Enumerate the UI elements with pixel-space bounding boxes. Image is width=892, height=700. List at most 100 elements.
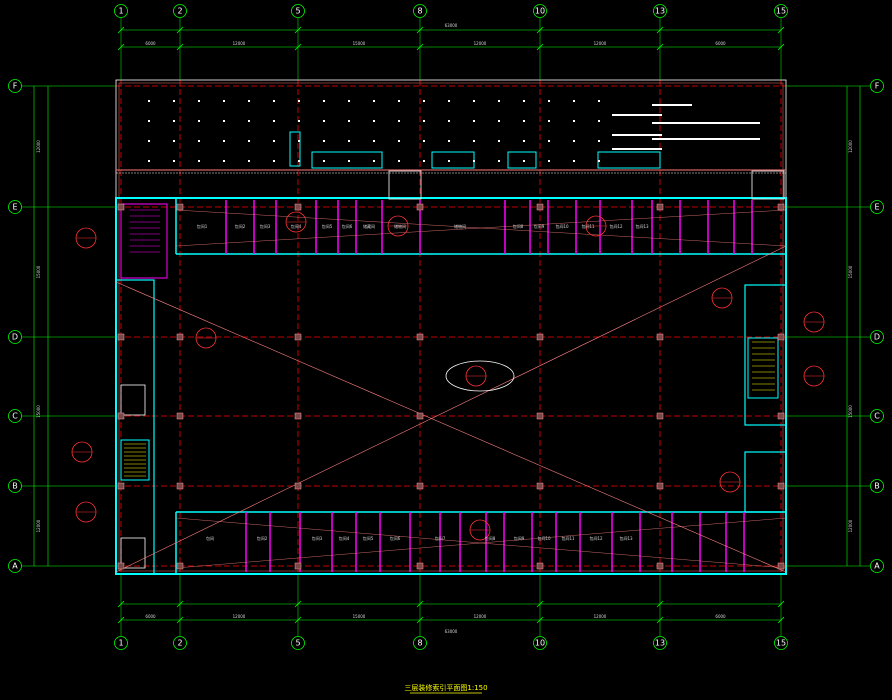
roof-light-dot — [248, 140, 250, 142]
roof-light-dot — [473, 140, 475, 142]
roof-light-dot — [598, 100, 600, 102]
north-room-label: 包间13 — [635, 223, 649, 229]
column-post — [294, 333, 302, 341]
dimension-top-label: 6000 — [715, 41, 726, 46]
axis-bubble-top-label: 8 — [417, 7, 422, 16]
axis-bubble-right-circle — [870, 479, 884, 493]
axis-bubble-top-label: 1 — [118, 7, 123, 16]
roof-light-dot — [548, 140, 550, 142]
east-stair — [747, 337, 779, 399]
column-post — [536, 333, 544, 341]
roof-light-dot — [173, 120, 175, 122]
roof-fixture — [700, 138, 760, 140]
axis-bubble-right-circle — [870, 409, 884, 423]
dimension-top-label: 12000 — [233, 41, 246, 46]
column-post — [777, 333, 785, 341]
column-post — [294, 482, 302, 490]
column-post — [777, 482, 785, 490]
central-ceiling-oval — [445, 360, 515, 392]
roof-light-dot — [198, 120, 200, 122]
axis-bubble-bottom-circle — [114, 636, 128, 650]
dimension-bottom-label: 6000 — [715, 614, 726, 619]
south-room-label: 包间8 — [485, 535, 496, 541]
north-room-label: 包间1 — [197, 223, 208, 229]
axis-bubble-top-label: 2 — [177, 7, 182, 16]
roof-light-dot — [598, 120, 600, 122]
roof-light-dot — [473, 160, 475, 162]
roof-light-dot — [448, 120, 450, 122]
axis-bubble-bottom-label: 8 — [417, 639, 422, 648]
roof-light-dot — [198, 160, 200, 162]
wall-layer — [115, 79, 787, 575]
axis-bubble-right-label: E — [874, 203, 879, 212]
column-post — [656, 562, 664, 570]
ceiling-diagonal-1 — [115, 281, 787, 573]
axis-bubble-left-label: C — [12, 412, 18, 421]
roof-light-dot — [398, 140, 400, 142]
axis-bubble-left-circle — [8, 79, 22, 93]
north-room-label: 包间5 — [322, 223, 333, 229]
roof-equipment — [507, 151, 537, 169]
column-post — [176, 203, 184, 211]
north-room-label: 储物间 — [394, 223, 406, 229]
roof-light-dot — [173, 160, 175, 162]
roof-hatch — [388, 170, 422, 200]
axis-bubble-top-circle — [533, 4, 547, 18]
roof-light-dot — [423, 160, 425, 162]
dimension-left-label: 12000 — [36, 140, 41, 153]
roof-light-dot — [523, 140, 525, 142]
column-post — [117, 203, 125, 211]
axis-bubble-bottom-label: 1 — [118, 639, 123, 648]
axis-bubble-right-circle — [870, 559, 884, 573]
roof-fixture — [612, 148, 662, 150]
west-elevator-2 — [120, 537, 146, 569]
roof-light-dot — [348, 120, 350, 122]
roof-light-dot — [273, 120, 275, 122]
column-post — [656, 333, 664, 341]
roof-equipment — [431, 151, 475, 169]
roof-fixture — [612, 134, 662, 136]
south-room-label: 包间2 — [257, 535, 268, 541]
roof-light-dot — [498, 120, 500, 122]
column-post — [117, 412, 125, 420]
axis-bubble-left-label: A — [12, 562, 18, 571]
south-room-label: 包间5 — [363, 535, 374, 541]
axis-bubble-top-label: 13 — [655, 7, 665, 16]
axis-bubble-bottom-circle — [533, 636, 547, 650]
roof-light-dot — [423, 100, 425, 102]
north-room-label: 包间4 — [291, 223, 302, 229]
axis-bubble-right-circle — [870, 330, 884, 344]
dimension-left-label: 15000 — [36, 405, 41, 418]
dimension-top-label: 12000 — [474, 41, 487, 46]
axis-bubble-right-label: F — [875, 82, 880, 91]
column-post — [536, 482, 544, 490]
south-room-label: 包间10 — [537, 535, 551, 541]
roof-light-dot — [248, 120, 250, 122]
roof-light-dot — [348, 100, 350, 102]
column-post — [536, 203, 544, 211]
south-room-label: 包间7 — [435, 535, 446, 541]
dimension-bottom-label: 12000 — [594, 614, 607, 619]
dimension-right-label: 15000 — [848, 265, 853, 278]
roof-light-dot — [173, 140, 175, 142]
column-post — [416, 333, 424, 341]
roof-light-dot — [448, 140, 450, 142]
dimension-left-label: 12000 — [36, 519, 41, 532]
column-post — [294, 203, 302, 211]
roof-light-dot — [523, 100, 525, 102]
north-room-label: 包间10 — [555, 223, 569, 229]
column-post — [416, 482, 424, 490]
north-room-label: 包间12 — [609, 223, 623, 229]
axis-bubble-bottom-label: 2 — [177, 639, 182, 648]
column-post — [176, 562, 184, 570]
column-post — [294, 562, 302, 570]
south-room-label: 包间 — [206, 535, 214, 541]
roof-light-dot — [473, 100, 475, 102]
dimension-overall-bottom: 63000 — [445, 629, 458, 634]
roof-light-dot — [398, 120, 400, 122]
roof-light-dot — [373, 120, 375, 122]
roof-light-dot — [573, 140, 575, 142]
axis-bubble-right-label: B — [874, 482, 880, 491]
